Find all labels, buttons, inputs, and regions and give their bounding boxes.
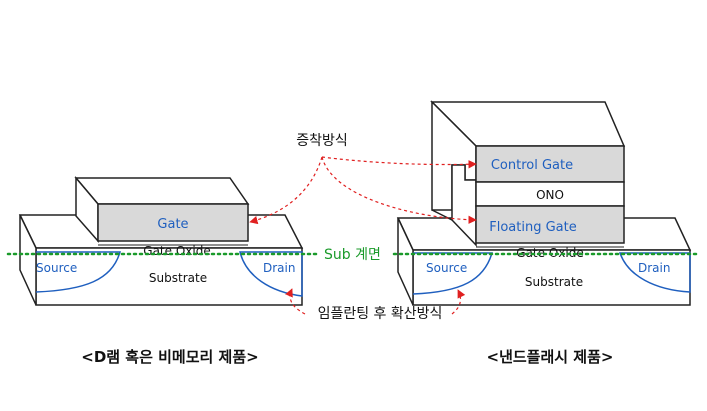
right-device: Control Gate ONO Floating Gate Gate Oxid… bbox=[396, 100, 692, 306]
right-source-label: Source bbox=[426, 261, 467, 275]
deposition-arrow-left-gate bbox=[249, 156, 323, 225]
right-drain-label: Drain bbox=[638, 261, 670, 275]
right-device-caption: <낸드플래시 제품> bbox=[487, 348, 614, 366]
deposition-arrow-floating-gate bbox=[321, 156, 477, 224]
left-device-caption: <D램 혹은 비메모리 제품> bbox=[81, 348, 258, 366]
implant-arrow-right-source bbox=[451, 289, 466, 315]
right-ono-label: ONO bbox=[536, 188, 564, 202]
right-substrate-side bbox=[397, 217, 414, 306]
right-floating-gate-label: Floating Gate bbox=[489, 220, 576, 235]
left-gate-top bbox=[74, 177, 250, 205]
implant-arrow-left-drain bbox=[285, 288, 306, 315]
right-source-well bbox=[412, 252, 494, 295]
left-drain-label: Drain bbox=[263, 261, 295, 275]
right-stack-edge bbox=[431, 209, 453, 221]
left-substrate-label: Substrate bbox=[149, 271, 207, 285]
sub-interface-label: Sub 계면 bbox=[324, 247, 381, 263]
right-control-gate bbox=[475, 145, 625, 183]
left-source-label: Source bbox=[36, 261, 77, 275]
right-ono-layer bbox=[475, 181, 625, 207]
right-control-gate-label: Control Gate bbox=[491, 158, 573, 173]
implant-label: 임플란팅 후 확산방식 bbox=[318, 306, 443, 322]
right-substrate-label: Substrate bbox=[525, 275, 583, 289]
left-device: Gate Gate Oxide Source Drain Substrate bbox=[18, 175, 304, 306]
right-drain-well bbox=[618, 252, 691, 293]
left-gate-label: Gate bbox=[157, 217, 188, 232]
left-gate-front bbox=[97, 203, 249, 242]
right-floating-gate bbox=[475, 205, 625, 244]
left-gate-oxide-label: Gate Oxide bbox=[143, 244, 210, 258]
deposition-label: 증착방식 bbox=[296, 133, 348, 149]
deposition-arrow-control-gate bbox=[321, 156, 477, 169]
left-drain-well bbox=[239, 251, 303, 297]
left-substrate-side bbox=[19, 214, 37, 306]
